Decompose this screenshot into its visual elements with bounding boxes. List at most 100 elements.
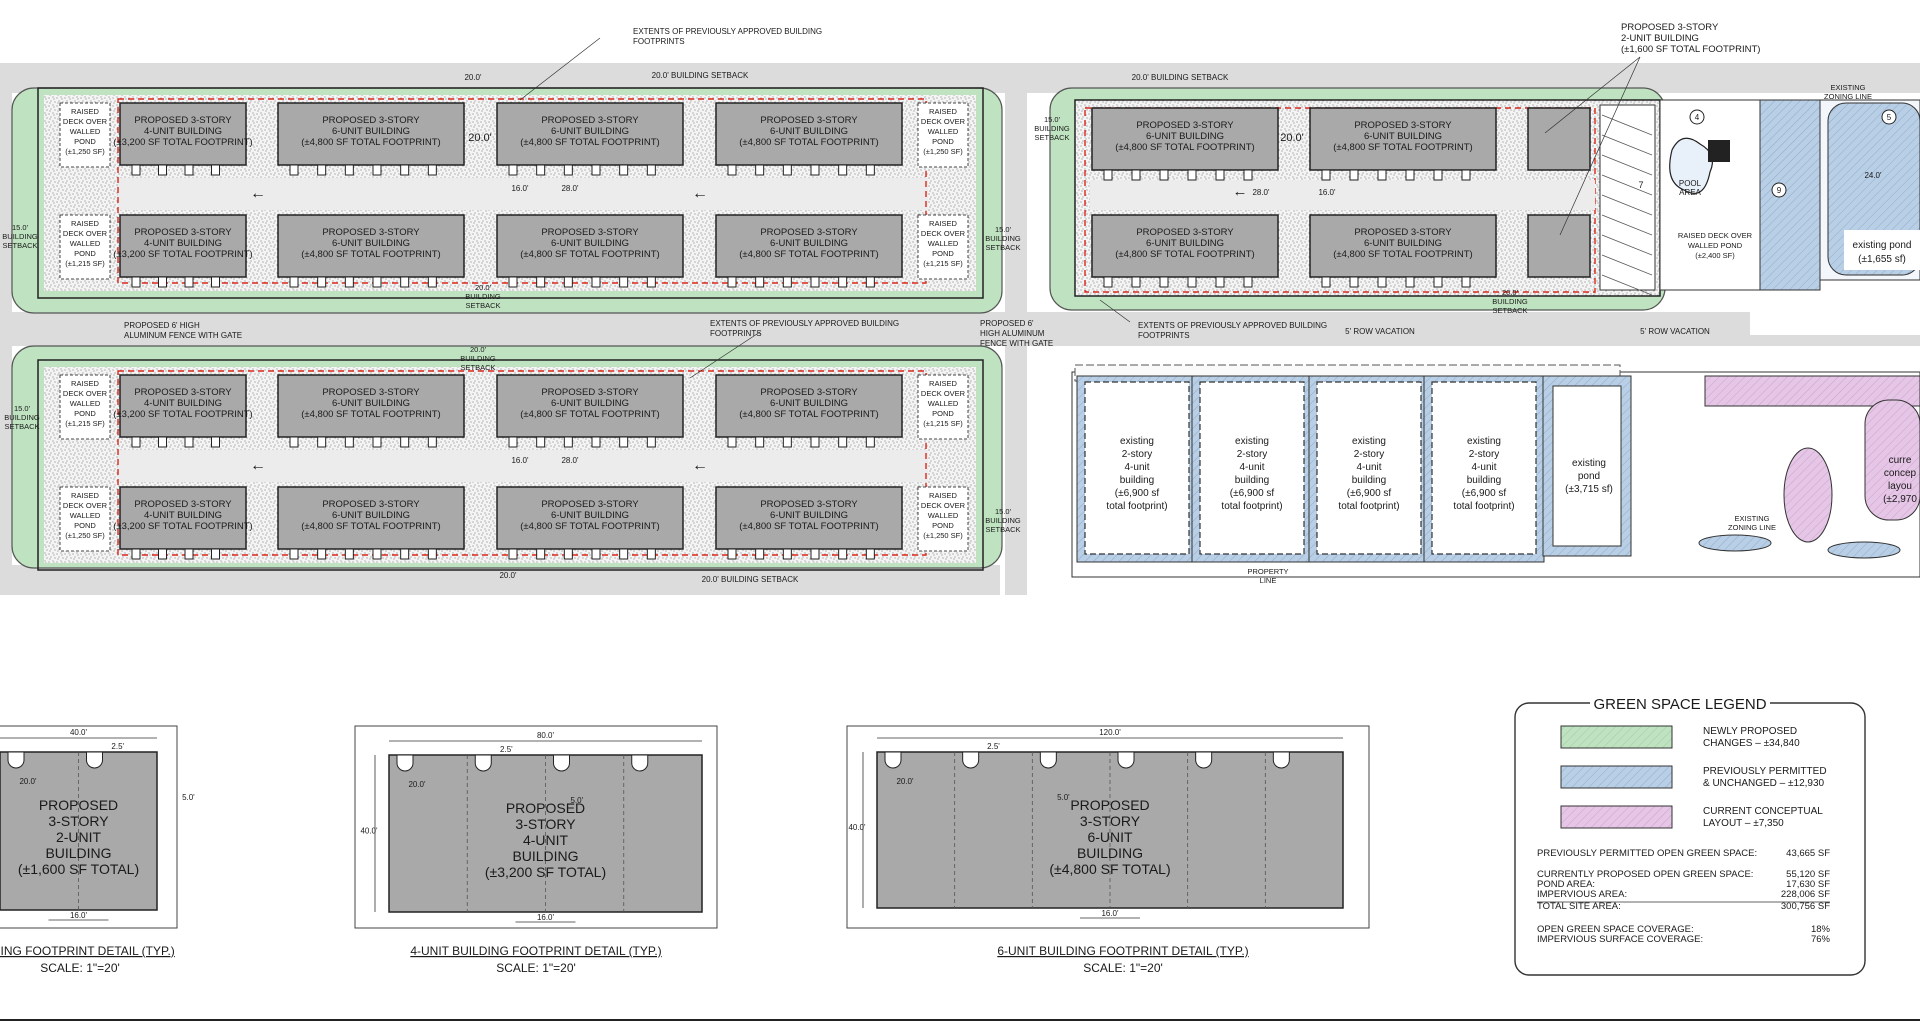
setback-label: SETBACK [1492,306,1527,315]
deck-label: POND [932,249,954,258]
unit-entry [782,164,792,176]
deck-label: DECK OVER [921,389,966,398]
deck-label: POND [932,521,954,530]
existing-building [1316,381,1422,555]
setback-label: SETBACK [465,301,500,310]
unit-entry [1377,169,1387,181]
existing-building [1199,381,1305,555]
deck-label: RAISED [71,219,100,228]
building-label: (±3,200 SF TOTAL FOOTPRINT) [113,409,252,420]
building-label: (±4,800 SF TOTAL FOOTPRINT) [301,521,440,532]
setback-label: BUILDING [4,413,40,422]
dimension-label: 20.0' [499,571,517,580]
unit-entry [1433,169,1443,181]
detail-building-label: PROPOSED [506,800,585,816]
unit-entry [400,548,410,560]
leader-line [519,37,601,101]
building-label: 6-UNIT BUILDING [551,398,629,409]
building-footprint [277,486,465,550]
unit-entry [1187,169,1197,181]
unit-entry [727,436,737,448]
building-footprint [277,214,465,278]
legend-stat-label: OPEN GREEN SPACE COVERAGE: [1537,924,1694,935]
deck-label: POND [932,137,954,146]
existing-building [1084,381,1190,555]
building-label: 6-UNIT BUILDING [551,238,629,249]
unit-entry [317,164,327,176]
detail-building-label: BUILDING [45,845,111,861]
deck-label: WALLED [928,127,959,136]
setback-label: 20.0' BUILDING SETBACK [652,71,749,80]
building-label: 4-UNIT BUILDING [144,398,222,409]
dimension-label: 2.5' [500,745,513,754]
setback-label: SETBACK [1034,133,1069,142]
unit-entry [158,436,167,448]
building-label: PROPOSED 3-STORY [760,499,858,510]
unit-entry [1433,276,1443,288]
conceptual-label: concep [1884,468,1917,479]
pool-deck [1659,99,1771,291]
existing-building-label: 2-story [1122,449,1153,460]
conceptual-label: (±2,970 [1883,494,1917,505]
unit-entry [211,164,220,176]
building-label: PROPOSED 3-STORY [541,115,639,126]
building-label: (±4,800 SF TOTAL FOOTPRINT) [520,137,659,148]
setback-label: SETBACK [460,363,495,372]
building-label: (±4,800 SF TOTAL FOOTPRINT) [739,521,878,532]
unit-entry [1377,276,1387,288]
unit-entry [131,548,141,560]
unit-entry [344,164,354,176]
unit-entry [211,276,220,288]
detail-scale: SCALE: 1"=20' [496,961,576,975]
building-label: PROPOSED 3-STORY [760,387,858,398]
unit-entry [1117,751,1135,769]
deck-label: DECK OVER [921,229,966,238]
row-vacation-label: 5' ROW VACATION [1345,327,1415,336]
existing-pond [1827,541,1901,559]
pond-label: (±3,715 sf) [1565,484,1613,495]
legend-swatch [1560,765,1673,789]
existing-building-label: existing [1352,436,1386,447]
building-label: (±4,800 SF TOTAL FOOTPRINT) [739,409,878,420]
legend-stat-value: 55,120 SF [1786,869,1830,880]
building-footprint [1091,107,1279,171]
unit-entry [1243,276,1253,288]
unit-entry [755,164,765,176]
detail-building-label: 3-STORY [515,816,576,832]
building-footprint [1091,214,1279,278]
unit-entry [727,548,737,560]
unit-entry [782,548,792,560]
detail-title: LDING FOOTPRINT DETAIL (TYP.) [0,944,175,958]
extents-label: FOOTPRINTS [633,37,685,46]
legend-swatch [1560,805,1673,829]
building-label: 6-UNIT BUILDING [1364,238,1442,249]
existing-building-label: existing [1235,436,1269,447]
unit-entry [865,436,875,448]
building-footprint [496,214,684,278]
unit-entry [782,276,792,288]
equipment-block [1708,140,1730,162]
unit-entry [1187,276,1197,288]
unit-entry [962,751,980,769]
conceptual-area [1864,399,1920,521]
legend-item-label: LAYOUT – ±7,350 [1703,818,1784,829]
dimension-label: 40.0' [360,827,378,836]
unit-entry [619,276,629,288]
building-label: 4-UNIT BUILDING [144,126,222,137]
deck-label: WALLED [928,511,959,520]
existing-building-label: building [1352,475,1386,486]
key-marker [1689,109,1705,125]
detail-building-label: PROPOSED [1070,797,1149,813]
existing-building-label: (±6,900 sf [1347,488,1392,499]
unit-entry [508,548,518,560]
traffic-arrow-icon: ← [250,185,266,202]
fence-label: ALUMINUM FENCE WITH GATE [124,331,242,340]
building-label: (±4,800 SF TOTAL FOOTPRINT) [1115,249,1254,260]
building-label: PROPOSED 3-STORY [134,227,232,238]
setback-label: BUILDING [985,234,1021,243]
unit-entry [317,276,327,288]
unit-entry [508,164,518,176]
unit-entry [317,436,327,448]
zoning-label: ZONING LINE [1728,523,1776,532]
unit-entry [131,164,141,176]
